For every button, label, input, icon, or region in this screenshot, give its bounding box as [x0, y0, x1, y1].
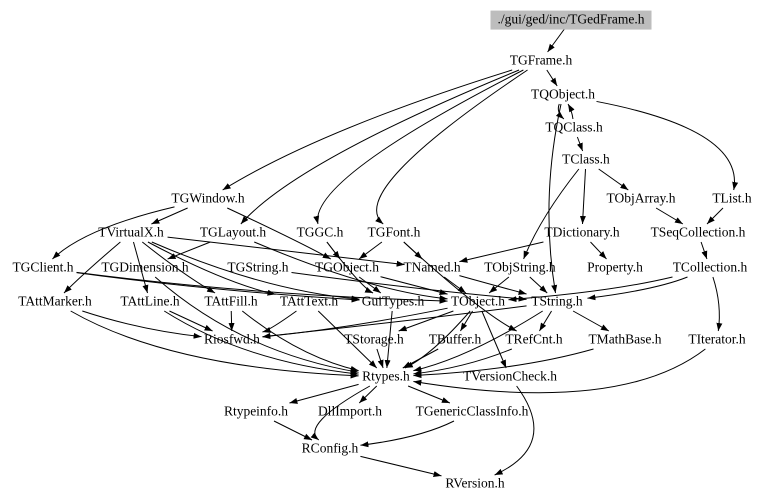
- graph-node-TMathBase[interactable]: TMathBase.h: [588, 331, 662, 347]
- graph-node-RVersion[interactable]: RVersion.h: [445, 475, 505, 491]
- graph-node-TIterator[interactable]: TIterator.h: [688, 331, 746, 347]
- edge-root-to-TGFrame: [547, 28, 565, 53]
- edge-TAttFill-to-Riosfwd: [228, 310, 235, 332]
- graph-node-TObject[interactable]: TObject.h: [450, 293, 506, 309]
- graph-node-TStorage[interactable]: TStorage.h: [344, 331, 404, 347]
- graph-node-TQClass[interactable]: TQClass.h: [545, 119, 603, 135]
- edge-TGObject-to-GuiTypes: [358, 276, 382, 294]
- edge-TStorage-to-Rtypes: [376, 348, 384, 369]
- edge-TObject-to-TBuffer: [460, 310, 473, 332]
- graph-node-TGWindow[interactable]: TGWindow.h: [171, 190, 245, 206]
- edge-TGenericClassInfo-to-RConfig: [360, 420, 455, 448]
- edge-TNamed-to-TString: [459, 275, 527, 295]
- edge-TObjString-to-TObject: [488, 276, 510, 294]
- edge-Rtypeinfo-to-RConfig: [273, 420, 313, 441]
- graph-node-Property[interactable]: Property.h: [587, 259, 643, 275]
- graph-node-TGenericClassInfo[interactable]: TGenericClassInfo.h: [415, 403, 529, 419]
- graph-node-TBuffer[interactable]: TBuffer.h: [428, 331, 482, 347]
- edge-TGFrame-to-TGWindow: [222, 69, 513, 191]
- edge-TClass-to-TObjString: [523, 168, 580, 260]
- edge-TAttLine-to-Rtypes: [163, 310, 359, 377]
- graph-node-Rtypeinfo[interactable]: Rtypeinfo.h: [223, 403, 289, 419]
- graph-node-TGString[interactable]: TGString.h: [227, 259, 289, 275]
- graph-node-TList[interactable]: TList.h: [712, 190, 752, 206]
- edge-TGGC-to-TGObject: [326, 241, 341, 260]
- graph-node-TGFont[interactable]: TGFont.h: [367, 224, 421, 240]
- graph-node-TAttFill[interactable]: TAttFill.h: [204, 293, 258, 309]
- edge-TQClass-to-TQObject: [567, 103, 575, 120]
- edge-TString-to-TRefCnt: [539, 310, 552, 332]
- edge-TCollection-to-TIterator: [712, 276, 723, 332]
- graph-node-TGDimension[interactable]: TGDimension.h: [101, 259, 189, 275]
- edge-TString-to-TMathBase: [572, 310, 610, 332]
- edge-TQObject-to-TQClass: [555, 103, 565, 120]
- edge-Rtypes-to-TGenericClassInfo: [407, 385, 451, 404]
- graph-node-TNamed[interactable]: TNamed.h: [403, 259, 461, 275]
- graph-node-DllImport[interactable]: DllImport.h: [317, 403, 383, 419]
- edge-TGFont-to-TGObject: [358, 241, 383, 260]
- edge-RConfig-to-RVersion: [360, 455, 442, 477]
- graph-node-GuiTypes[interactable]: GuiTypes.h: [361, 293, 425, 309]
- edge-TGDimension-to-Rtypes: [154, 276, 359, 374]
- edge-Rtypes-to-DllImport: [358, 385, 378, 404]
- graph-node-TGClient[interactable]: TGClient.h: [12, 259, 74, 275]
- edge-TQObject-to-TList: [596, 100, 739, 191]
- graph-node-TAttLine[interactable]: TAttLine.h: [120, 293, 180, 309]
- graph-node-TString[interactable]: TString.h: [531, 293, 583, 309]
- edge-TObjArray-to-TSeqCollection: [655, 207, 684, 225]
- edge-TClass-to-TObjArray: [598, 168, 629, 191]
- graph-node-TObjString[interactable]: TObjString.h: [484, 259, 556, 275]
- graph-node-TAttText[interactable]: TAttText.h: [279, 293, 339, 309]
- graph-node-TGGC[interactable]: TGGC.h: [296, 224, 344, 240]
- graph-node-RConfig[interactable]: RConfig.h: [301, 440, 359, 456]
- edge-TVersionCheck-to-RVersion: [494, 385, 535, 476]
- graph-node-TQObject[interactable]: TQObject.h: [530, 86, 596, 102]
- edge-Rtypes-to-Rtypeinfo: [289, 383, 359, 404]
- graph-node-TDictionary[interactable]: TDictionary.h: [544, 224, 620, 240]
- graph-node-TVirtualX[interactable]: TVirtualX.h: [98, 224, 164, 240]
- edge-TAttLine-to-Riosfwd: [169, 310, 213, 332]
- graph-node-TRefCnt[interactable]: TRefCnt.h: [505, 331, 563, 347]
- edge-TObject-to-TStorage: [398, 310, 454, 332]
- edge-TAttText-to-Riosfwd: [262, 310, 297, 333]
- graph-node-TGFrame[interactable]: TGFrame.h: [509, 52, 573, 68]
- edge-TIterator-to-Rtypes: [413, 348, 706, 394]
- graph-node-TClass[interactable]: TClass.h: [562, 151, 610, 167]
- graph-node-TObjArray[interactable]: TObjArray.h: [606, 190, 676, 206]
- graph-node-TAttMarker[interactable]: TAttMarker.h: [18, 293, 92, 309]
- graph-node-TVersionCheck[interactable]: TVersionCheck.h: [462, 368, 558, 384]
- edge-TQClass-to-TClass: [576, 136, 584, 152]
- edge-TGObject-to-TObject: [380, 276, 448, 295]
- edge-TGFrame-to-TGGC: [313, 69, 524, 225]
- edge-TGLayout-to-TGDimension: [167, 241, 211, 260]
- edge-TCollection-to-TString: [587, 276, 688, 301]
- edge-TNamed-to-TObject: [443, 276, 467, 294]
- edge-TSeqCollection-to-TCollection: [700, 241, 708, 260]
- edge-TObjString-to-TString: [529, 276, 548, 294]
- edge-TGFont-to-TNamed: [403, 241, 423, 260]
- edge-TObject-to-TVersionCheck: [481, 310, 507, 369]
- edge-TGFrame-to-TGFont: [375, 69, 528, 225]
- edge-TGFrame-to-TGLayout: [240, 69, 520, 225]
- graph-node-TCollection[interactable]: TCollection.h: [672, 259, 748, 275]
- graph-node-Riosfwd[interactable]: Riosfwd.h: [204, 331, 260, 347]
- edge-TGFrame-to-TQObject: [546, 69, 558, 87]
- graph-node-Rtypes[interactable]: Rtypes.h: [362, 368, 410, 384]
- edge-TBuffer-to-Rtypes: [402, 348, 439, 369]
- edge-TDictionary-to-Property: [590, 241, 607, 260]
- edge-TList-to-TSeqCollection: [706, 207, 724, 225]
- edge-TGWindow-to-TVirtualX: [151, 207, 188, 225]
- edge-TGFont-to-TRefCnt: [403, 241, 517, 332]
- edge-TClass-to-TDictionary: [579, 168, 587, 225]
- graph-node-TSeqCollection[interactable]: TSeqCollection.h: [650, 224, 746, 240]
- graph-node-TGObject[interactable]: TGObject.h: [314, 259, 380, 275]
- graph-node-TGLayout[interactable]: TGLayout.h: [199, 224, 267, 240]
- graph-node-root[interactable]: ./gui/ged/inc/TGedFrame.h: [490, 10, 652, 30]
- edge-TAttMarker-to-Riosfwd: [82, 310, 202, 339]
